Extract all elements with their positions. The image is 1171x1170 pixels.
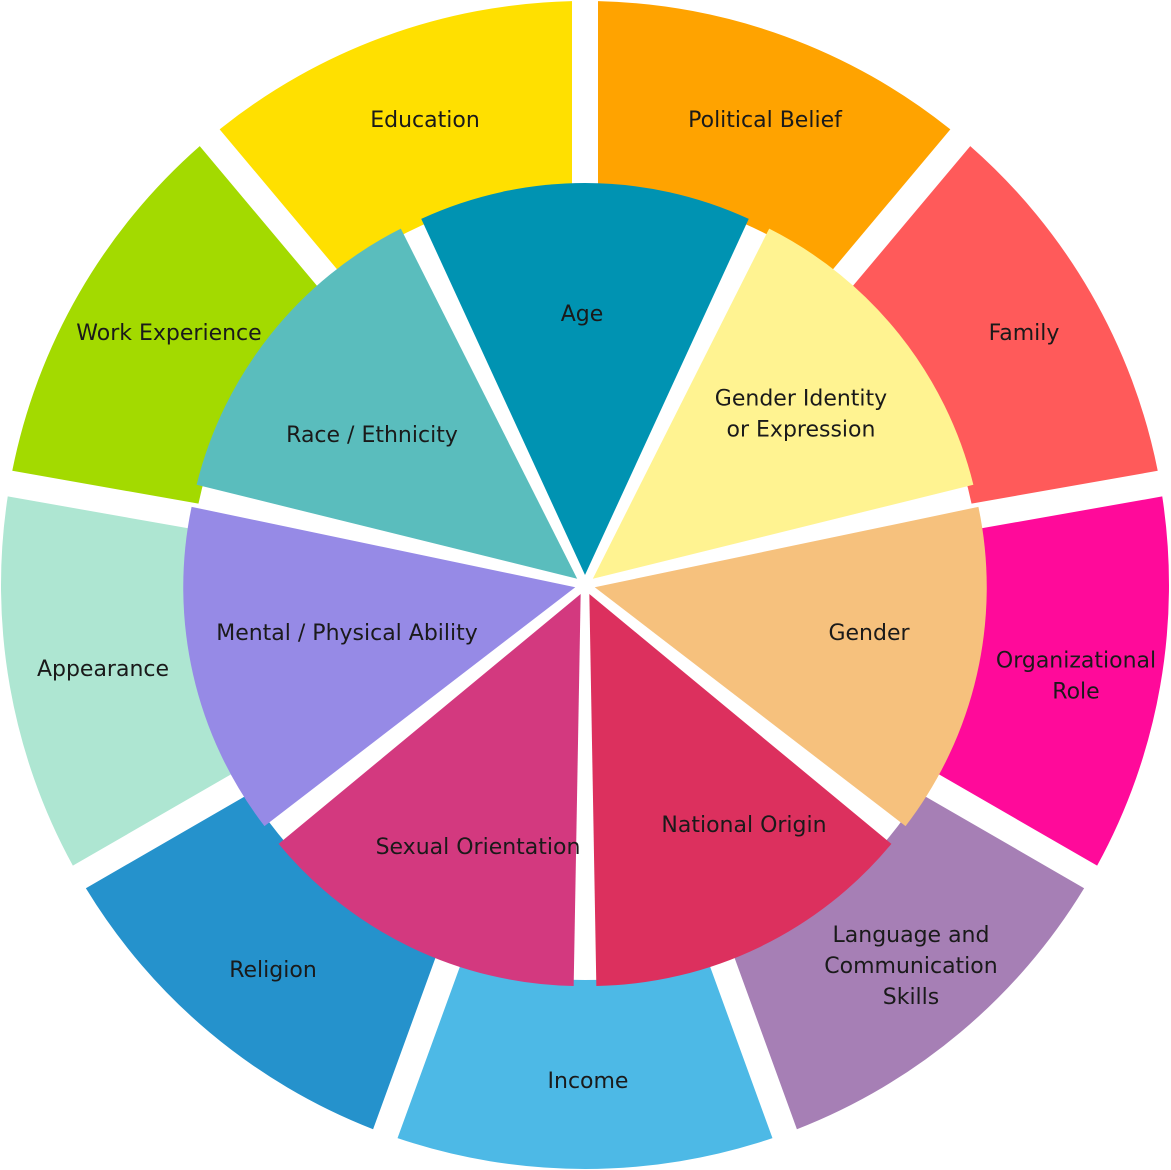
segment-label-line: Work Experience bbox=[76, 321, 261, 346]
segment-label: Age bbox=[561, 302, 604, 327]
inner-segment-shape bbox=[183, 506, 576, 827]
outer-segment-appearance: Appearance bbox=[1, 496, 237, 866]
inner-segment-sexual-orientation: Sexual Orientation bbox=[278, 594, 581, 986]
segment-label-line: Age bbox=[561, 302, 604, 327]
outer-segment-shape bbox=[598, 1, 951, 275]
outer-segment-shape bbox=[732, 793, 1085, 1130]
inner-segment-shape bbox=[592, 228, 974, 579]
segment-label: Family bbox=[989, 321, 1060, 346]
segment-label-line: Language and bbox=[833, 923, 990, 948]
inner-segment-shape bbox=[196, 228, 578, 579]
outer-segment-family: Family bbox=[848, 146, 1158, 504]
inner-segment-gender-identity-or-expression: Gender Identity or Expression bbox=[592, 228, 974, 579]
inner-segment-gender: Gender bbox=[594, 506, 987, 827]
segment-label-line: Income bbox=[548, 1069, 629, 1094]
segment-label-line: Communication bbox=[824, 954, 997, 979]
inner-segment-shape bbox=[421, 182, 749, 575]
inner-segment-shape bbox=[278, 594, 581, 986]
outer-segment-shape bbox=[219, 1, 572, 275]
segment-label: National Origin bbox=[661, 813, 826, 838]
inner-segment-mental-physical-ability: Mental / Physical Ability bbox=[183, 506, 576, 827]
segment-label-line: Political Belief bbox=[688, 108, 843, 133]
outer-segment-shape bbox=[12, 146, 322, 504]
outer-segment-shape bbox=[848, 146, 1158, 504]
segment-label-line: Role bbox=[1052, 680, 1099, 705]
segment-label: Mental / Physical Ability bbox=[216, 621, 478, 646]
segment-label-line: Gender Identity bbox=[715, 387, 887, 412]
segment-label-line: Skills bbox=[883, 985, 940, 1010]
segment-label-line: Sexual Orientation bbox=[376, 835, 581, 860]
segment-label-line: Family bbox=[989, 321, 1060, 346]
outer-segment-work-experience: Work Experience bbox=[12, 146, 322, 504]
outer-segment-political-belief: Political Belief bbox=[598, 1, 951, 275]
outer-segment-shape bbox=[933, 496, 1169, 866]
segment-label: Religion bbox=[229, 958, 317, 983]
outer-segment-education: Education bbox=[219, 1, 572, 275]
segment-label: Gender bbox=[828, 621, 910, 646]
inner-segment-shape bbox=[589, 594, 892, 986]
segment-label: Education bbox=[370, 108, 480, 133]
segment-label-line: Mental / Physical Ability bbox=[216, 621, 478, 646]
segment-label: Income bbox=[548, 1069, 629, 1094]
segment-label: Political Belief bbox=[688, 108, 843, 133]
segment-label-line: or Expression bbox=[727, 418, 876, 443]
segment-label: Appearance bbox=[37, 657, 169, 682]
inner-segment-race-ethnicity: Race / Ethnicity bbox=[196, 228, 578, 579]
segment-label: Sexual Orientation bbox=[376, 835, 581, 860]
segment-label: Gender Identity or Expression bbox=[715, 387, 887, 443]
outer-segment-shape bbox=[397, 960, 773, 1169]
outer-segment-shape bbox=[1, 496, 237, 866]
outer-segment-income: Income bbox=[397, 960, 773, 1169]
inner-segment-age: Age bbox=[421, 182, 749, 575]
segment-label-line: Religion bbox=[229, 958, 317, 983]
segment-label-line: Race / Ethnicity bbox=[286, 423, 458, 448]
inner-segment-national-origin: National Origin bbox=[589, 594, 892, 986]
segment-label-line: Gender bbox=[828, 621, 910, 646]
segment-label-line: Appearance bbox=[37, 657, 169, 682]
segment-label-line: Organizational bbox=[996, 649, 1156, 674]
segment-label: Work Experience bbox=[76, 321, 261, 346]
outer-segment-religion: Religion bbox=[85, 793, 438, 1130]
segment-label: Race / Ethnicity bbox=[286, 423, 458, 448]
inner-segment-shape bbox=[594, 506, 987, 827]
segment-label-line: Education bbox=[370, 108, 480, 133]
segment-label-line: National Origin bbox=[661, 813, 826, 838]
outer-segment-shape bbox=[85, 793, 438, 1130]
